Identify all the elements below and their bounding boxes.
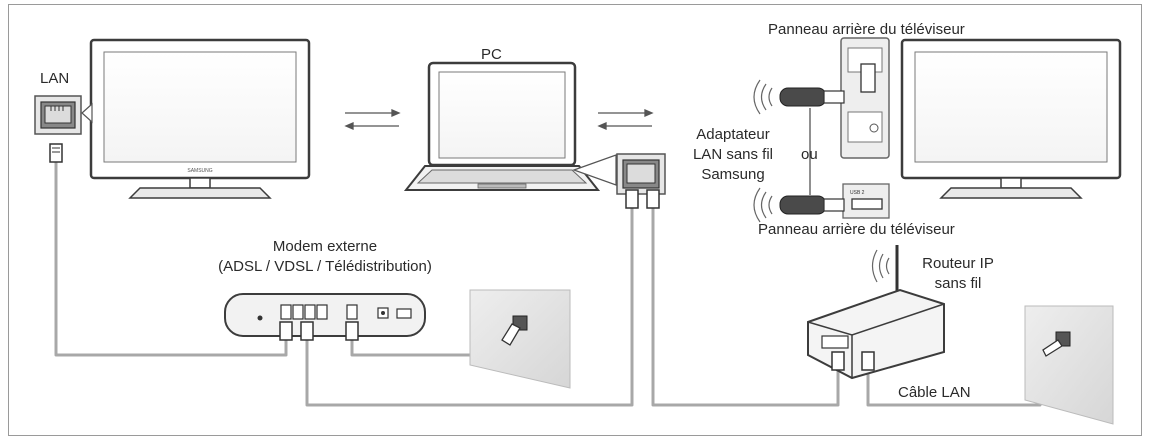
or-label: ou (801, 146, 818, 163)
tv-back-panel-label-top: Panneau arrière du téléviseur (768, 21, 965, 38)
adapter-label-line1: Adaptateur (696, 126, 770, 143)
tv-left-brand: SAMSUNG (187, 168, 212, 174)
tv-back-panel (840, 37, 890, 159)
lan-port-callout-left (34, 95, 93, 135)
pc-label: PC (481, 46, 502, 63)
tv-right (900, 38, 1122, 199)
arrows-pc-router (597, 109, 654, 130)
connectors-pc (625, 189, 660, 209)
usb-port-label: USB 2 (850, 190, 865, 196)
diagram-frame (8, 4, 1142, 436)
modem-label-line1: Modem externe (272, 238, 378, 255)
pc-laptop (403, 61, 601, 191)
tv-back-usb-panel: USB 2 (842, 183, 890, 219)
usb-adapter-bottom (779, 195, 845, 215)
wifi-waves-adapters (753, 79, 773, 223)
adapter-label-line2: LAN sans fil (692, 146, 774, 163)
connectors-modem (279, 321, 359, 341)
usb-adapter-top (779, 87, 845, 107)
cable-pc-to-router (651, 205, 840, 407)
router-label-line1: Routeur IP (922, 255, 994, 272)
tv-back-panel-label-bottom: Panneau arrière du téléviseur (758, 221, 955, 238)
modem-external (224, 293, 426, 337)
cable-tv-to-modem (54, 160, 288, 357)
arrows-tv-pc (344, 109, 401, 130)
router-label-line2: sans fil (934, 275, 982, 292)
wall-outlet-right (1024, 305, 1114, 425)
cable-modem-to-pc (305, 205, 634, 407)
modem-label-line2: (ADSL / VDSL / Télédistribution) (218, 258, 432, 275)
connectors-router (831, 351, 875, 371)
wall-outlet-center (469, 289, 571, 389)
connector-tv-left (49, 143, 63, 163)
wifi-waves-router (871, 249, 890, 283)
lan-label: LAN (40, 70, 70, 87)
adapter-label-line3: Samsung (701, 166, 765, 183)
tv-left: SAMSUNG (89, 38, 311, 199)
lan-port-callout-pc (572, 153, 666, 195)
lan-cable-label: Câble LAN (898, 384, 971, 401)
